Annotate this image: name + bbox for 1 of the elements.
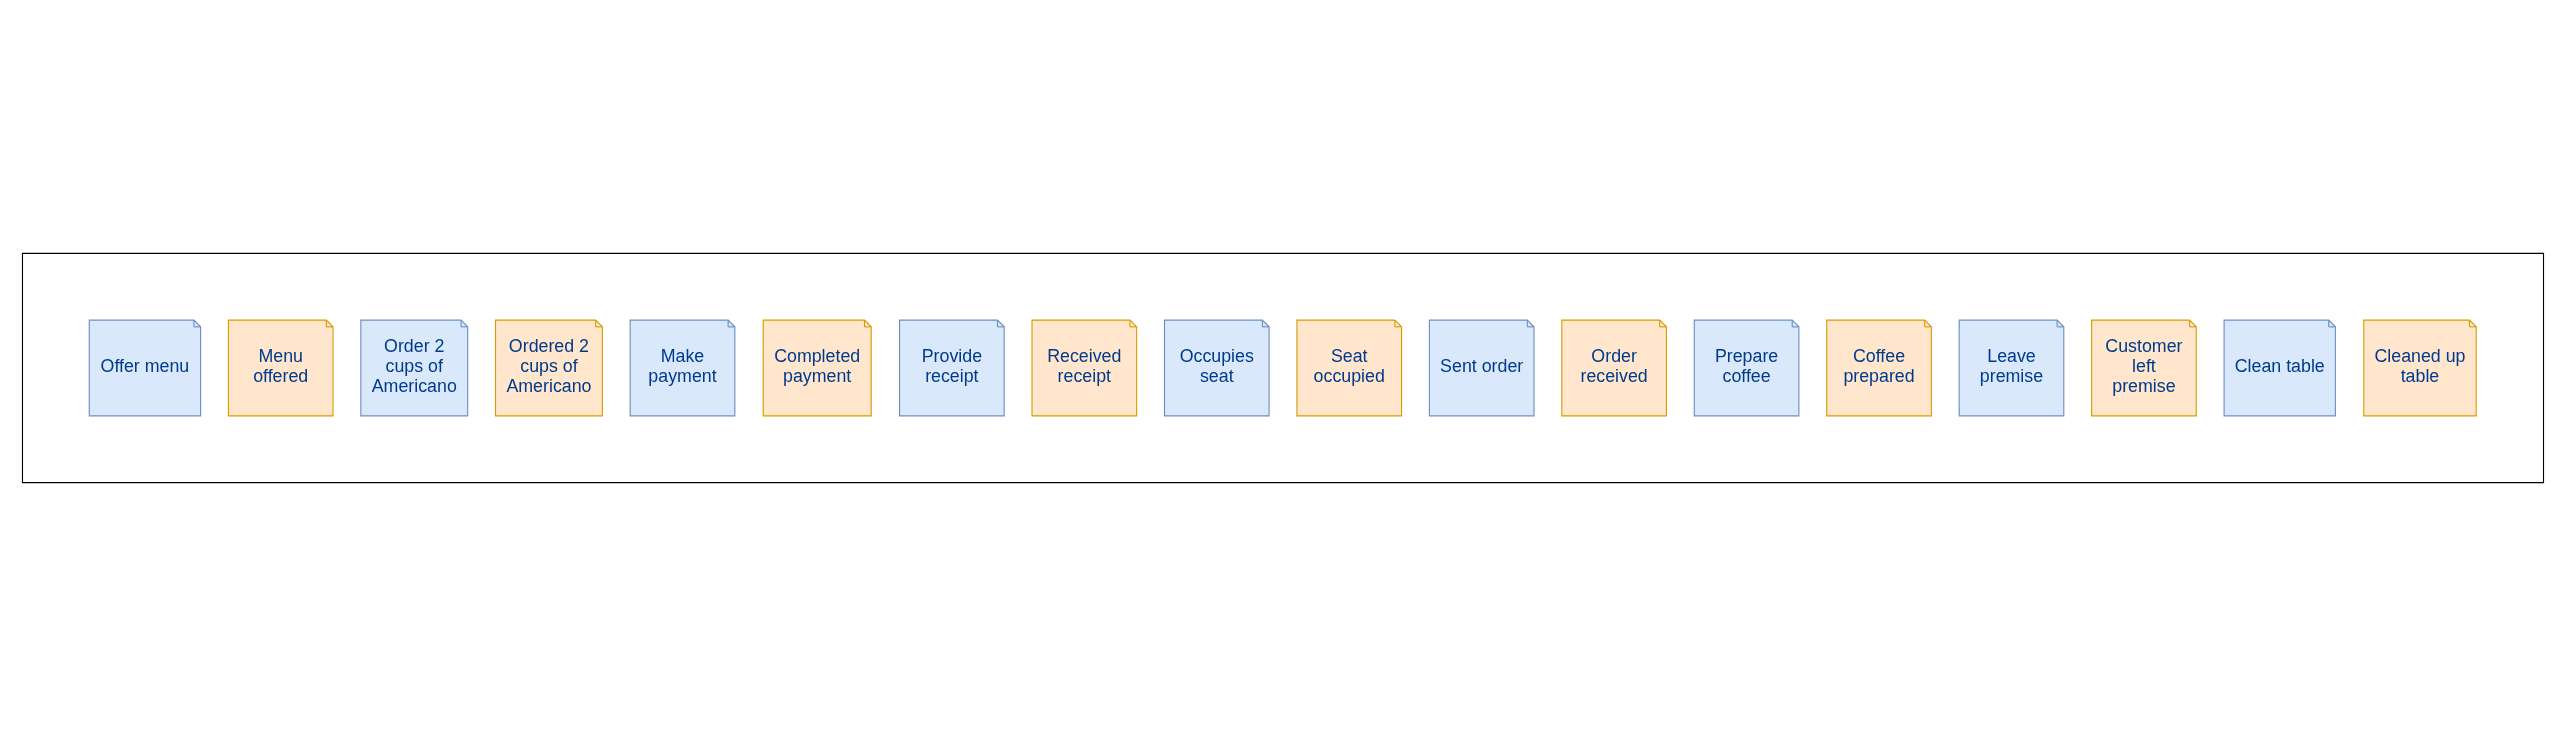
cluster (21, 252, 2545, 484)
